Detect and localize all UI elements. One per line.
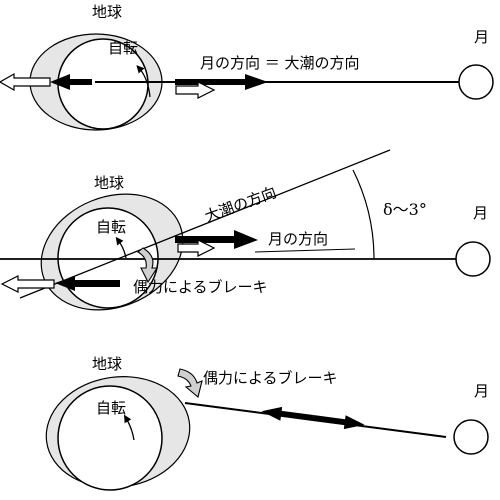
brake-label: 偶力によるブレーキ — [203, 369, 338, 387]
torque-arrow-left — [261, 406, 314, 421]
tide-direction-label: 大潮の方向 — [202, 183, 279, 226]
rotation-label: 自転 — [96, 218, 126, 236]
tide-direction-line — [19, 149, 391, 299]
solid-arrow-left — [50, 74, 92, 90]
angle-arc — [352, 169, 375, 260]
earth-label: 地球 — [92, 3, 122, 21]
brake-arrow-icon — [177, 368, 203, 398]
moon-circle — [455, 241, 491, 277]
brake-label: 偶力によるブレーキ — [133, 278, 268, 296]
rotation-arrow-icon — [123, 414, 135, 441]
rotation-arrow-icon — [115, 236, 127, 259]
moon-circle — [453, 419, 489, 455]
torque-double-arrow — [261, 406, 365, 430]
moon-label: 月 — [473, 204, 488, 222]
moon-circle — [458, 64, 494, 100]
rotation-arrow-icon — [136, 65, 151, 98]
direction-label: 月の方向 ＝ 大潮の方向 — [200, 54, 360, 72]
angle-label: δ～3° — [383, 200, 427, 219]
hollow-arrow-right — [177, 239, 216, 257]
hollow-arrow-right — [175, 81, 216, 99]
moon-label: 月 — [474, 28, 489, 46]
rotation-label: 自転 — [108, 39, 138, 57]
earth-circle — [57, 385, 163, 491]
panel-1-aligned: 地球 自転 月の方向 ＝ 大潮の方向 月 — [0, 3, 494, 131]
torque-arrow-right — [312, 415, 365, 430]
moon-direction-label: 月の方向 — [268, 230, 328, 248]
panel-3-braking: 地球 自転 偶力によるブレーキ 月 — [45, 355, 489, 491]
moon-label: 月 — [474, 382, 489, 400]
angle-inner-line — [254, 248, 356, 253]
earth-label: 地球 — [94, 174, 124, 192]
solid-arrow-right — [175, 74, 268, 90]
rotation-label: 自転 — [96, 399, 126, 417]
hollow-arrow-left — [0, 275, 55, 293]
earth-label: 地球 — [92, 355, 122, 373]
solid-arrow-left — [55, 276, 120, 291]
panel-2-lagged: 地球 自転 大潮の方向 月の方向 δ～3° 偶力によるブレーキ 月 — [0, 149, 491, 311]
brake-arrow-icon — [137, 247, 159, 284]
solid-arrow-right — [175, 230, 258, 249]
